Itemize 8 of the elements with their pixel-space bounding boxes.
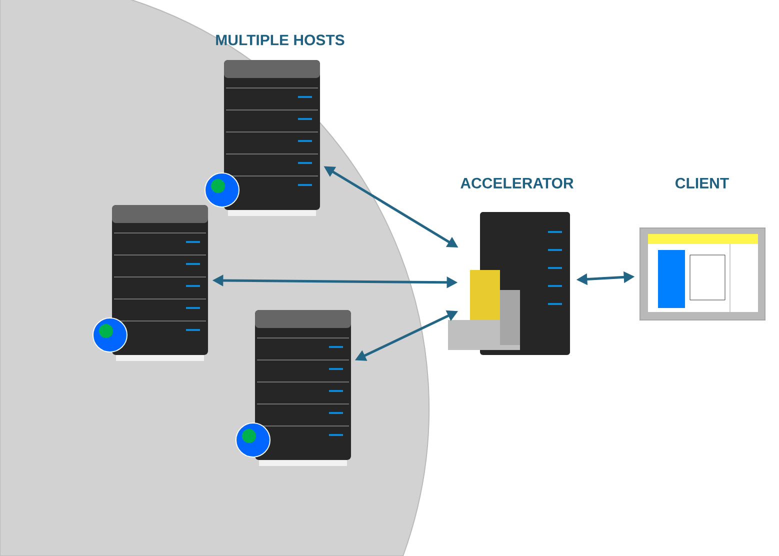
node-label: CLIENT (676, 178, 729, 188)
server-drawing (236, 310, 351, 466)
accelerator-drawing: ACCELERATOR (448, 178, 574, 355)
server-drawing (204, 60, 320, 216)
client-screen-drawing: CLIENT (640, 178, 766, 320)
heading: MULTIPLE HOSTS (216, 34, 344, 46)
server-drawing (92, 205, 208, 361)
node-label: ACCELERATOR (460, 178, 574, 188)
